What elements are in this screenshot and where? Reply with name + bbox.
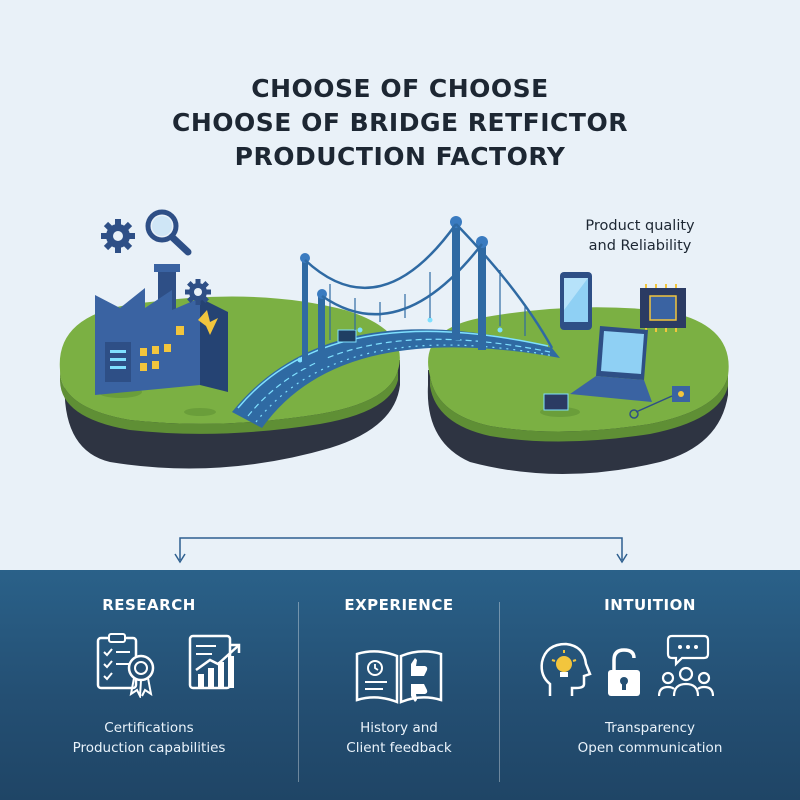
clock-icon — [367, 660, 383, 676]
intuition-heading: INTUITION — [604, 596, 696, 614]
sensor-node-icon — [629, 386, 690, 419]
group-people-icon — [658, 666, 714, 697]
factory-building — [95, 264, 228, 395]
column-divider — [298, 602, 299, 782]
research-line-1: Certifications — [104, 720, 194, 736]
growth-chart-icon — [188, 634, 241, 690]
intuition-line-2: Open communication — [577, 740, 723, 756]
circuit-bridge — [232, 216, 560, 428]
research-heading: RESEARCH — [102, 596, 196, 614]
microchip-small-icon — [543, 393, 569, 411]
head-lightbulb-icon — [540, 642, 592, 696]
callout-line-2: and Reliability — [588, 238, 692, 254]
research-column: RESEARCH — [0, 570, 298, 800]
arrow-down-icon — [616, 553, 628, 564]
intuition-icons — [500, 632, 800, 712]
experience-icons — [299, 632, 499, 712]
criteria-panel: RESEARCH — [0, 570, 800, 800]
bridge-scene-illustration — [59, 209, 729, 474]
experience-line-1: History and — [360, 720, 438, 736]
flow-connector — [174, 537, 628, 564]
cpu-chip-icon — [640, 284, 686, 332]
intuition-column: INTUITION — [500, 570, 800, 800]
open-book-icon — [355, 650, 443, 704]
magnifier-icon — [145, 209, 192, 256]
gear-icon — [101, 219, 135, 253]
experience-heading: EXPERIENCE — [344, 596, 454, 614]
chat-group-icon — [658, 634, 714, 697]
research-icons — [0, 632, 298, 712]
research-line-2: Production capabilities — [72, 740, 226, 756]
thumbs-down-icon — [411, 684, 428, 702]
callout-line-1: Product quality — [585, 218, 695, 234]
padlock-open-icon — [608, 648, 640, 696]
research-description: Certifications Production capabilities — [0, 718, 298, 758]
experience-line-2: Client feedback — [346, 740, 452, 756]
quality-callout: Product quality and Reliability — [560, 216, 720, 256]
column-divider — [499, 602, 500, 782]
intuition-description: Transparency Open communication — [500, 718, 800, 758]
smartphone-icon — [560, 272, 592, 330]
title-line-1: CHOOSE OF CHOOSE — [251, 74, 549, 103]
title-line-2: CHOOSE OF BRIDGE RETFICTOR — [172, 108, 628, 137]
intuition-line-1: Transparency — [604, 720, 696, 736]
award-ribbon-icon — [127, 654, 155, 698]
experience-description: History and Client feedback — [299, 718, 499, 758]
connector-line — [179, 537, 623, 560]
chat-bubble-icon — [666, 634, 710, 667]
arrow-down-icon — [174, 553, 186, 564]
page-title: CHOOSE OF CHOOSE CHOOSE OF BRIDGE RETFIC… — [0, 72, 800, 174]
title-line-3: PRODUCTION FACTORY — [234, 142, 566, 171]
laptop-icon — [570, 326, 652, 402]
small-gear-icon — [185, 279, 211, 305]
thumbs-up-icon — [411, 658, 428, 676]
experience-column: EXPERIENCE History and Client feedback — [299, 570, 499, 800]
